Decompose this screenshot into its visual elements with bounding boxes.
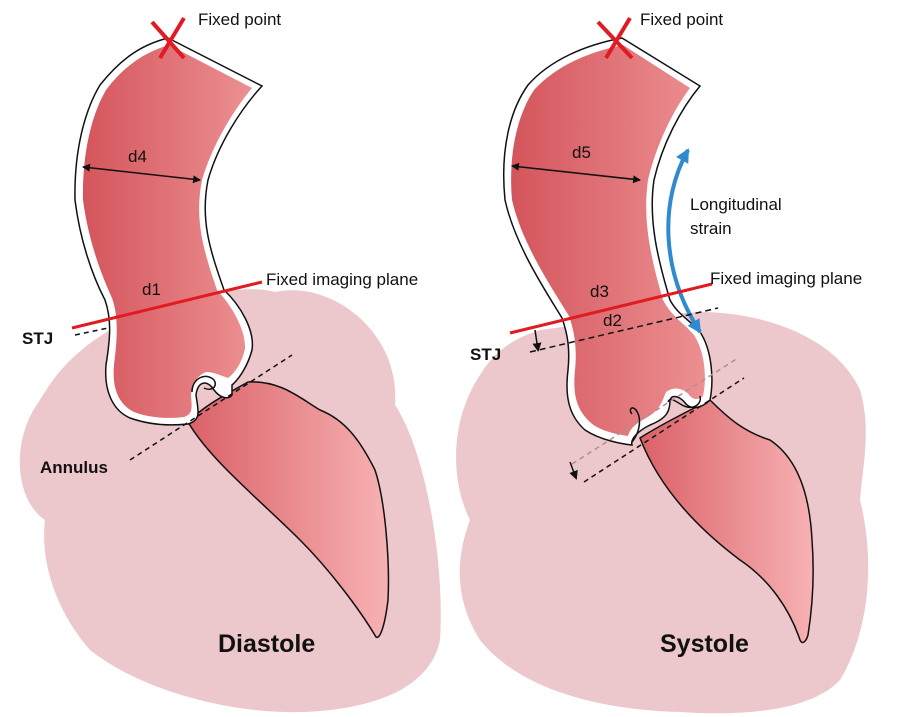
systole-label: Systole [660,630,749,658]
d1-label: d1 [142,280,161,299]
stj-line [75,328,108,335]
d2-label: d2 [603,311,622,330]
imaging-plane-label: Fixed imaging plane [710,269,862,288]
diastole-label: Diastole [218,630,315,658]
strain-label-1: Longitudinal [690,195,782,214]
imaging-plane-label: Fixed imaging plane [266,270,418,289]
fixed-point-label: Fixed point [198,10,281,29]
d4-label: d4 [128,147,147,166]
stj-label: STJ [470,345,501,364]
stj-label: STJ [22,329,53,348]
diastole-panel: Fixed point d4 d1 Fixed imaging plane ST… [20,10,441,712]
d3-label: d3 [590,282,609,301]
strain-label-2: strain [690,219,732,238]
d5-label: d5 [572,143,591,162]
annulus-label: Annulus [40,458,108,477]
fixed-point-label: Fixed point [640,10,723,29]
systole-panel: Fixed point d5 Longitudinal strain d3 Fi… [456,10,868,713]
